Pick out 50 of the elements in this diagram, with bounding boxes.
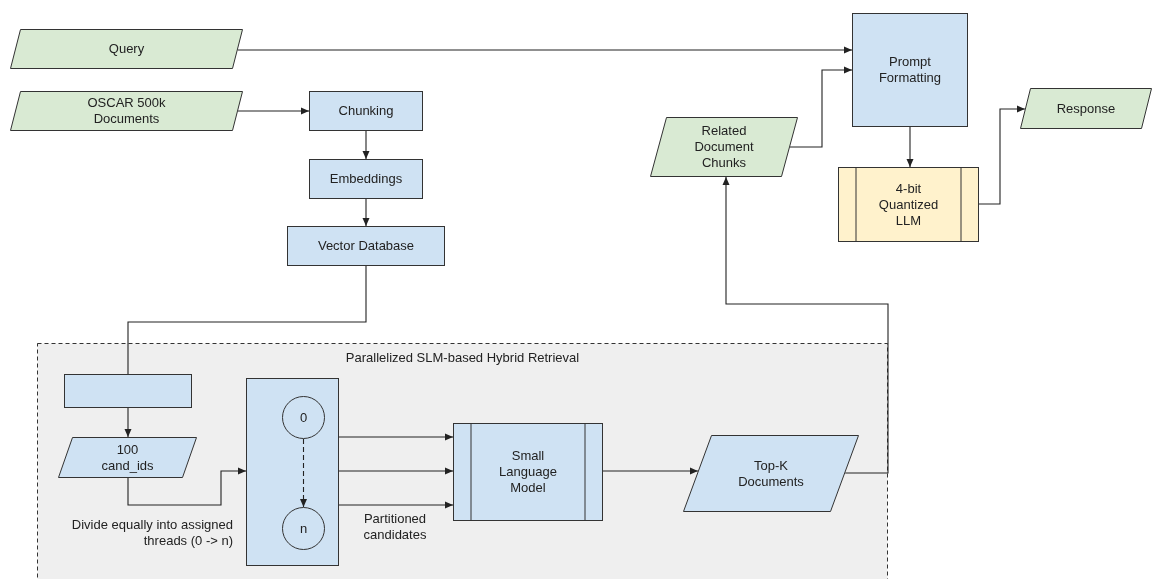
node-label: 0 bbox=[299, 409, 308, 426]
arrow bbox=[338, 467, 454, 475]
process-box bbox=[246, 378, 339, 566]
arrow bbox=[978, 105, 1026, 205]
node-label: Prompt Formatting bbox=[877, 54, 943, 86]
node-label: 100 cand_ids bbox=[100, 441, 155, 474]
node-label: Chunking bbox=[338, 103, 394, 119]
edge-label: Partitioned candidates bbox=[362, 511, 428, 543]
node-label: Small Language Model bbox=[498, 448, 558, 496]
arrow bbox=[127, 467, 247, 506]
data-parallelogram bbox=[650, 117, 798, 177]
arrow bbox=[237, 107, 310, 115]
data-parallelogram bbox=[1020, 88, 1152, 129]
thread-circle bbox=[282, 396, 325, 439]
arrow bbox=[237, 46, 853, 54]
process-box bbox=[287, 226, 445, 266]
group-container bbox=[37, 343, 888, 577]
arrow bbox=[300, 438, 307, 508]
data-parallelogram bbox=[10, 29, 243, 69]
data-parallelogram bbox=[683, 435, 859, 512]
arrow bbox=[789, 66, 853, 148]
edge-label: Divide equally into assigned threads (0 -> n) bbox=[70, 517, 233, 549]
arrow bbox=[906, 126, 914, 168]
arrow bbox=[602, 467, 699, 475]
node-label: Query bbox=[108, 41, 145, 57]
node-label: Response bbox=[1056, 100, 1116, 117]
data-parallelogram bbox=[58, 437, 197, 478]
arrow bbox=[362, 198, 370, 227]
node-label: 4-bit Quantized LLM bbox=[877, 180, 940, 229]
arrow bbox=[124, 407, 132, 438]
process-box bbox=[64, 374, 192, 408]
arrow bbox=[338, 433, 454, 441]
node-label: OSCAR 500k Documents bbox=[86, 95, 167, 127]
node-label: Vector Database bbox=[317, 238, 415, 254]
process-box bbox=[309, 91, 423, 131]
group-title: Parallelized SLM-based Hybrid Retrieval bbox=[345, 350, 580, 366]
process-box bbox=[309, 159, 423, 199]
subprocess-box bbox=[838, 167, 979, 242]
thread-circle bbox=[282, 507, 325, 550]
subprocess-box bbox=[453, 423, 603, 521]
arrow bbox=[722, 176, 889, 474]
data-parallelogram bbox=[10, 91, 243, 131]
node-label: Embeddings bbox=[329, 171, 403, 187]
process-box bbox=[852, 13, 968, 127]
arrow bbox=[338, 501, 454, 509]
node-label: Top-K Documents bbox=[737, 457, 805, 490]
arrow bbox=[362, 130, 370, 160]
connector-line bbox=[127, 265, 367, 375]
node-label: Related Document Chunks bbox=[693, 123, 755, 171]
node-label: n bbox=[299, 520, 308, 537]
